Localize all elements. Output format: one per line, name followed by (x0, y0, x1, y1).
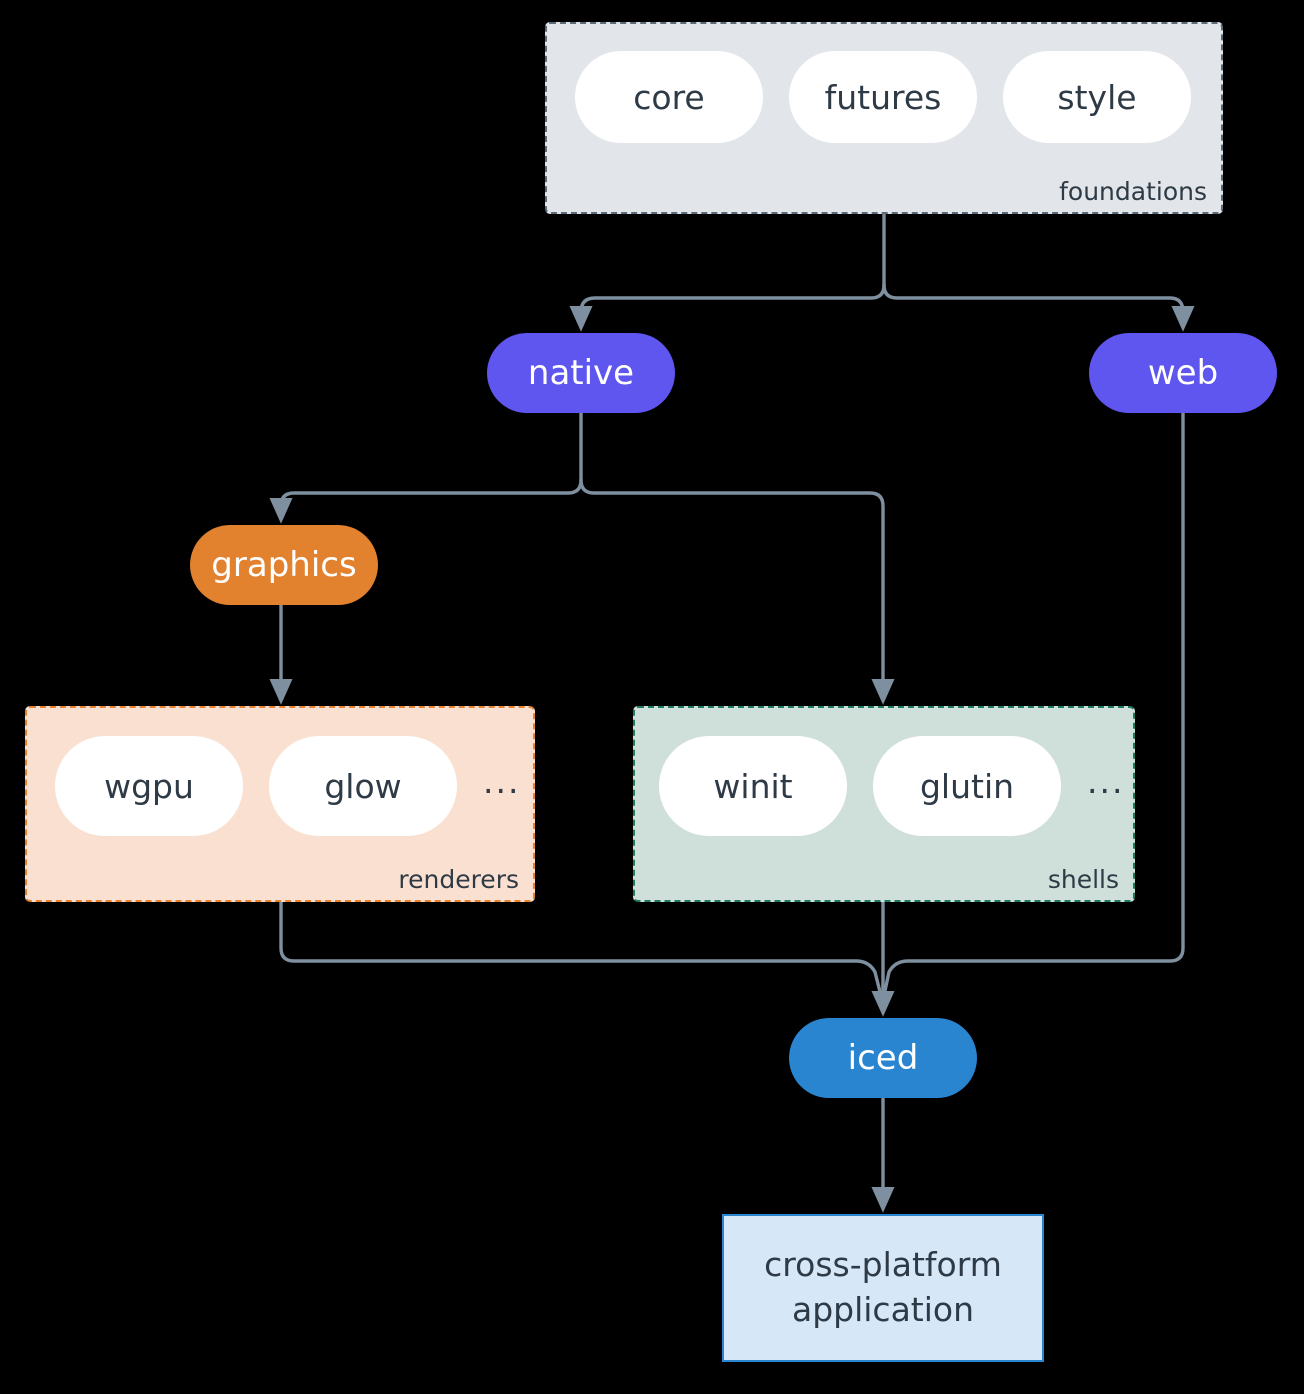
cluster-label-foundations: foundations (1059, 177, 1207, 206)
application-line-2: application (791, 1290, 975, 1329)
node-web[interactable]: web (1089, 333, 1277, 413)
renderers-chip-row: wgpu glow ... (55, 736, 520, 836)
chip-wgpu[interactable]: wgpu (55, 736, 243, 836)
edge-foundations-to-web (882, 283, 1195, 332)
edge-renderers-to-iced (279, 900, 884, 1002)
node-graphics[interactable]: graphics (190, 525, 378, 605)
edge-foundations-to-native (569, 283, 886, 332)
node-native[interactable]: native (487, 333, 675, 413)
chip-glutin[interactable]: glutin (873, 736, 1061, 836)
shells-ellipsis: ... (1087, 761, 1125, 801)
chip-style[interactable]: style (1003, 51, 1191, 143)
edge-native-to-graphics (269, 478, 583, 524)
edge-native-to-shells (579, 478, 895, 705)
chip-winit[interactable]: winit (659, 736, 847, 836)
chip-core[interactable]: core (575, 51, 763, 143)
cluster-label-shells: shells (1047, 865, 1119, 894)
chip-futures[interactable]: futures (789, 51, 977, 143)
cluster-foundations: core futures style foundations (545, 22, 1223, 214)
cluster-renderers: wgpu glow ... renderers (25, 706, 535, 902)
cluster-label-renderers: renderers (398, 865, 519, 894)
node-iced[interactable]: iced (789, 1018, 977, 1098)
renderers-ellipsis: ... (483, 761, 521, 801)
node-cross-platform-application[interactable]: cross-platform application (722, 1214, 1044, 1362)
foundations-chip-row: core futures style (575, 51, 1191, 143)
shells-chip-row: winit glutin ... (659, 736, 1124, 836)
cluster-shells: winit glutin ... shells (633, 706, 1135, 902)
chip-glow[interactable]: glow (269, 736, 457, 836)
application-line-1: cross-platform (764, 1245, 1002, 1285)
